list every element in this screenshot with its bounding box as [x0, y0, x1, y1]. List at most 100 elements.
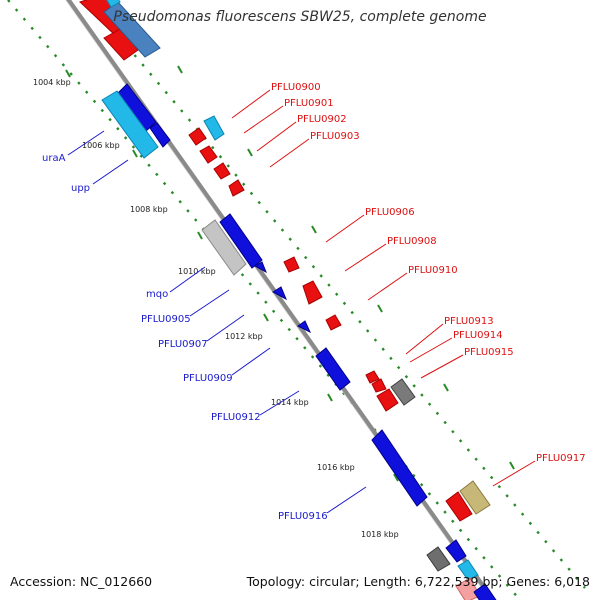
gene-label[interactable]: PFLU0913: [444, 316, 494, 327]
gene-block[interactable]: [365, 370, 380, 384]
plus-leader-lines: [231, 89, 536, 487]
gene-block[interactable]: [390, 378, 416, 406]
gene-label[interactable]: PFLU0903: [310, 131, 360, 142]
minus-strand-labels: uraA upp mqo PFLU0905 PFLU0907 PFLU0909 …: [42, 153, 328, 522]
gene-block[interactable]: [201, 219, 247, 276]
gene-label[interactable]: PFLU0915: [464, 347, 514, 358]
gc-skew-track-inner: [7, 0, 521, 600]
leader-line: [326, 486, 367, 514]
leader-line: [231, 347, 271, 376]
gene-label[interactable]: PFLU0912: [211, 412, 261, 423]
gene-block[interactable]: [426, 546, 451, 572]
leader-line: [269, 138, 310, 168]
leader-line: [492, 460, 536, 487]
gene-label[interactable]: PFLU0910: [408, 265, 458, 276]
gene-block[interactable]: [188, 127, 207, 146]
gene-block[interactable]: [272, 286, 288, 301]
gene-label[interactable]: PFLU0905: [141, 314, 191, 325]
ruler-labels: 1004 kbp 1006 kbp 1008 kbp 1010 kbp 1012…: [33, 78, 399, 539]
leader-line: [231, 89, 271, 119]
leader-line: [405, 323, 444, 355]
gene-block[interactable]: [302, 280, 323, 305]
gene-block[interactable]: [297, 320, 312, 334]
gene-label[interactable]: mqo: [146, 289, 168, 300]
ruler-label: 1018 kbp: [361, 530, 399, 539]
leader-line: [409, 337, 453, 363]
topology-text: Topology: circular; Length: 6,722,539 bp…: [246, 574, 590, 589]
gene-label[interactable]: PFLU0906: [365, 207, 415, 218]
leader-line: [67, 130, 105, 156]
gene-block[interactable]: [228, 179, 245, 197]
gene-block[interactable]: [445, 539, 467, 563]
leader-line: [189, 289, 230, 317]
ruler-label: 1010 kbp: [178, 267, 216, 276]
plus-strand-genes: [79, 0, 491, 522]
gene-block[interactable]: [101, 90, 159, 159]
ruler-tick: [247, 148, 253, 157]
gene-block[interactable]: [473, 583, 500, 600]
gene-label[interactable]: PFLU0902: [297, 114, 347, 125]
gene-label[interactable]: PFLU0909: [183, 373, 233, 384]
leader-line: [344, 243, 387, 272]
ruler-ticks: [65, 4, 515, 562]
gene-label[interactable]: uraA: [42, 153, 66, 164]
gc-skew-track-outer: [87, 0, 586, 589]
gene-label[interactable]: PFLU0914: [453, 330, 503, 341]
ruler-label: 1014 kbp: [271, 398, 309, 407]
ruler-tick: [509, 461, 515, 470]
gene-block[interactable]: [199, 145, 218, 164]
gene-label[interactable]: PFLU0900: [271, 82, 321, 93]
ruler-label: 1006 kbp: [82, 141, 120, 150]
gene-block[interactable]: [149, 122, 171, 148]
gene-block[interactable]: [376, 388, 399, 412]
gene-label[interactable]: PFLU0908: [387, 236, 437, 247]
ruler-label: 1004 kbp: [33, 78, 71, 87]
ruler-tick: [311, 225, 317, 234]
ruler-tick: [177, 65, 183, 74]
gene-block[interactable]: [103, 0, 121, 8]
gene-block[interactable]: [203, 115, 225, 141]
gene-block[interactable]: [457, 559, 479, 581]
leader-line: [259, 390, 300, 416]
ruler-tick: [377, 304, 383, 313]
gene-block[interactable]: [213, 162, 231, 180]
gene-block[interactable]: [315, 347, 351, 391]
leader-line: [420, 354, 464, 379]
leader-line: [92, 159, 129, 185]
gene-block[interactable]: [371, 429, 428, 507]
gene-label[interactable]: PFLU0901: [284, 98, 334, 109]
gene-block[interactable]: [445, 491, 473, 522]
ruler-tick: [263, 313, 269, 322]
minus-strand-genes: [101, 0, 500, 600]
gene-label[interactable]: PFLU0917: [536, 453, 586, 464]
ruler-tick: [443, 383, 449, 392]
ruler-label: 1012 kbp: [225, 332, 263, 341]
gene-label[interactable]: upp: [71, 183, 90, 194]
minus-leader-lines: [67, 130, 367, 514]
leader-line: [206, 314, 245, 342]
gene-block[interactable]: [219, 213, 263, 269]
leader-line: [243, 105, 284, 134]
ruler-label: 1008 kbp: [130, 205, 168, 214]
leader-line: [367, 272, 408, 301]
gene-block[interactable]: [459, 480, 491, 515]
leader-line: [256, 121, 297, 152]
gene-block[interactable]: [253, 261, 267, 274]
ruler-tick: [197, 231, 203, 240]
ruler-tick: [327, 393, 333, 402]
leader-line: [169, 266, 206, 293]
map-title: Pseudomonas fluorescens SBW25, complete …: [113, 9, 487, 25]
gene-block[interactable]: [325, 314, 342, 331]
ruler-label: 1016 kbp: [317, 463, 355, 472]
leader-line: [325, 214, 365, 243]
accession-text: Accession: NC_012660: [10, 574, 153, 589]
gene-label[interactable]: PFLU0916: [278, 511, 328, 522]
ruler-tick: [132, 149, 138, 158]
gene-block[interactable]: [371, 378, 387, 393]
gene-label[interactable]: PFLU0907: [158, 339, 208, 350]
gene-block[interactable]: [283, 256, 300, 273]
ruler-tick: [393, 473, 399, 482]
ruler-tick: [65, 69, 71, 78]
